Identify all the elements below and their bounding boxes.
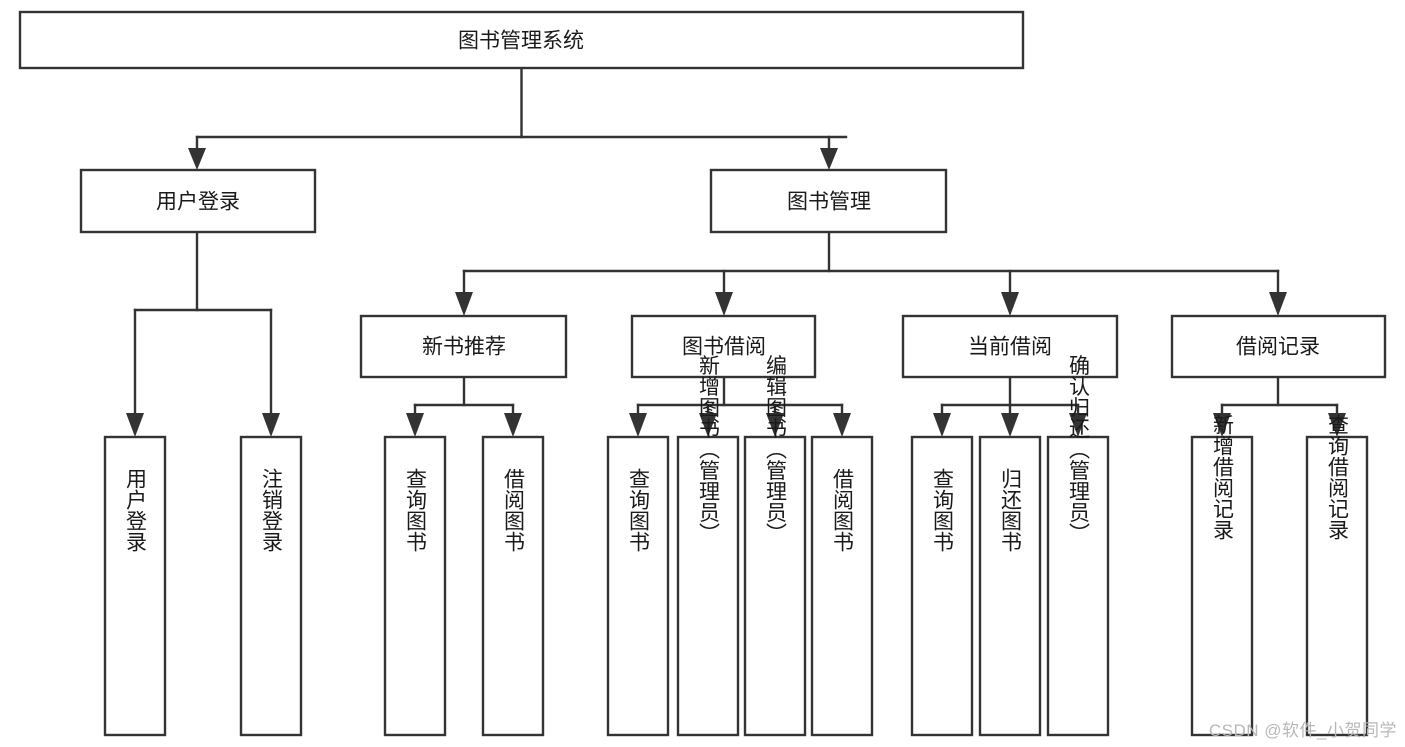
leaf-edit-book-label: 编辑图书（管理员） — [764, 355, 788, 544]
node-user-login-box[interactable] — [79, 168, 317, 234]
node-new-book-recommend-box[interactable] — [359, 314, 568, 379]
arrow-userlogin-leaf-2 — [262, 413, 280, 437]
leaf-return-book-box[interactable] — [978, 435, 1042, 737]
leaf-query-book-3-box[interactable] — [910, 435, 974, 737]
leaf-add-record[interactable]: 新增借阅记录 — [1190, 414, 1254, 737]
leaf-edit-book-box[interactable] — [743, 435, 807, 737]
leaf-return-book[interactable]: 归还图书 — [978, 435, 1042, 737]
leaf-logout-login[interactable]: 注销登录 — [239, 435, 303, 737]
node-root-book-management-system[interactable]: 图书管理系统 — [18, 10, 1025, 70]
leaf-add-book[interactable]: 新增图书（管理员） — [676, 355, 740, 737]
connector-group — [126, 66, 1346, 437]
arrow-userlogin-leaf-1 — [126, 413, 144, 437]
node-book-management-label: 图书管理 — [787, 191, 871, 214]
leaf-query-book-3[interactable]: 查询图书 — [910, 435, 974, 737]
leaf-query-book-3-label: 查询图书 — [931, 468, 955, 552]
node-book-borrow-label: 图书借阅 — [682, 336, 766, 359]
arrow-bookborrow-leaf-1 — [629, 413, 647, 437]
node-root-box[interactable] — [18, 10, 1025, 70]
leaf-confirm-return-box[interactable] — [1046, 435, 1110, 737]
arrow-currentborrow-leaf-2 — [1001, 413, 1019, 437]
arrow-currentborrow-leaf-3 — [1069, 413, 1087, 437]
leaf-query-book-1[interactable]: 查询图书 — [383, 435, 447, 737]
node-book-borrow-box[interactable] — [630, 314, 817, 379]
node-new-book-recommend-label: 新书推荐 — [422, 336, 506, 359]
leaf-query-book-1-box[interactable] — [383, 435, 447, 737]
arrow-borrowrecord-leaf-1 — [1213, 413, 1231, 437]
leaf-add-record-box[interactable] — [1190, 435, 1254, 737]
arrow-newbook-leaf-2 — [504, 413, 522, 437]
leaf-borrow-book-1-box[interactable] — [481, 435, 545, 737]
arrow-currentborrow-leaf-1 — [933, 413, 951, 437]
leaf-query-record-label: 查询借阅记录 — [1326, 414, 1350, 540]
leaf-query-book-2-box[interactable] — [606, 435, 670, 737]
leaf-logout-login-box[interactable] — [239, 435, 303, 737]
arrow-bookmgmt-to-borrowrecord — [1269, 292, 1287, 316]
arrow-bookborrow-leaf-4 — [833, 413, 851, 437]
node-book-management[interactable]: 图书管理 — [709, 168, 948, 234]
leaf-edit-book[interactable]: 编辑图书（管理员） — [743, 355, 807, 737]
node-book-management-box[interactable] — [709, 168, 948, 234]
arrow-bookmgmt-to-newbook — [455, 292, 473, 316]
node-current-borrow-label: 当前借阅 — [968, 336, 1052, 359]
arrow-bookmgmt-to-currentborrow — [1001, 292, 1019, 316]
arrow-newbook-leaf-1 — [406, 413, 424, 437]
leaf-confirm-return-label: 确认归还（管理员） — [1067, 355, 1091, 544]
arrow-borrowrecord-leaf-2 — [1328, 413, 1346, 437]
arrow-bookmgmt-to-bookborrow — [715, 292, 733, 316]
leaf-query-book-2[interactable]: 查询图书 — [606, 435, 670, 737]
leaf-user-login-box[interactable] — [103, 435, 167, 737]
node-user-login-label: 用户登录 — [156, 191, 240, 214]
leaf-confirm-return[interactable]: 确认归还（管理员） — [1046, 355, 1110, 737]
node-new-book-recommend[interactable]: 新书推荐 — [359, 314, 568, 379]
arrow-bookborrow-leaf-2 — [699, 413, 717, 437]
leaf-return-book-label: 归还图书 — [999, 468, 1023, 552]
leaf-query-book-1-label: 查询图书 — [404, 468, 428, 552]
node-borrow-record-label: 借阅记录 — [1236, 336, 1320, 359]
node-current-borrow-box[interactable] — [901, 314, 1119, 379]
leaf-borrow-book-2[interactable]: 借阅图书 — [810, 435, 874, 737]
leaf-user-login-label: 用户登录 — [124, 468, 148, 552]
leaf-borrow-book-2-label: 借阅图书 — [831, 468, 855, 552]
leaf-query-record-box[interactable] — [1305, 435, 1369, 737]
node-book-borrow[interactable]: 图书借阅 — [630, 314, 817, 379]
node-root-label: 图书管理系统 — [458, 30, 584, 53]
arrow-bookborrow-leaf-3 — [766, 413, 784, 437]
leaf-add-book-label: 新增图书（管理员） — [697, 355, 721, 544]
arrow-root-to-book-management — [820, 148, 838, 170]
leaf-borrow-book-1[interactable]: 借阅图书 — [481, 435, 545, 737]
leaf-borrow-book-1-label: 借阅图书 — [502, 468, 526, 552]
leaf-query-book-2-label: 查询图书 — [627, 468, 651, 552]
leaf-user-login[interactable]: 用户登录 — [103, 435, 167, 737]
leaf-borrow-book-2-box[interactable] — [810, 435, 874, 737]
node-current-borrow[interactable]: 当前借阅 — [901, 314, 1119, 379]
node-user-login[interactable]: 用户登录 — [79, 168, 317, 234]
leaf-logout-login-label: 注销登录 — [260, 468, 284, 552]
node-borrow-record-box[interactable] — [1170, 314, 1387, 379]
node-borrow-record[interactable]: 借阅记录 — [1170, 314, 1387, 379]
leaf-query-record[interactable]: 查询借阅记录 — [1305, 414, 1369, 737]
leaf-add-book-box[interactable] — [676, 435, 740, 737]
leaf-add-record-label: 新增借阅记录 — [1211, 414, 1235, 540]
arrow-root-to-user-login — [188, 148, 206, 170]
